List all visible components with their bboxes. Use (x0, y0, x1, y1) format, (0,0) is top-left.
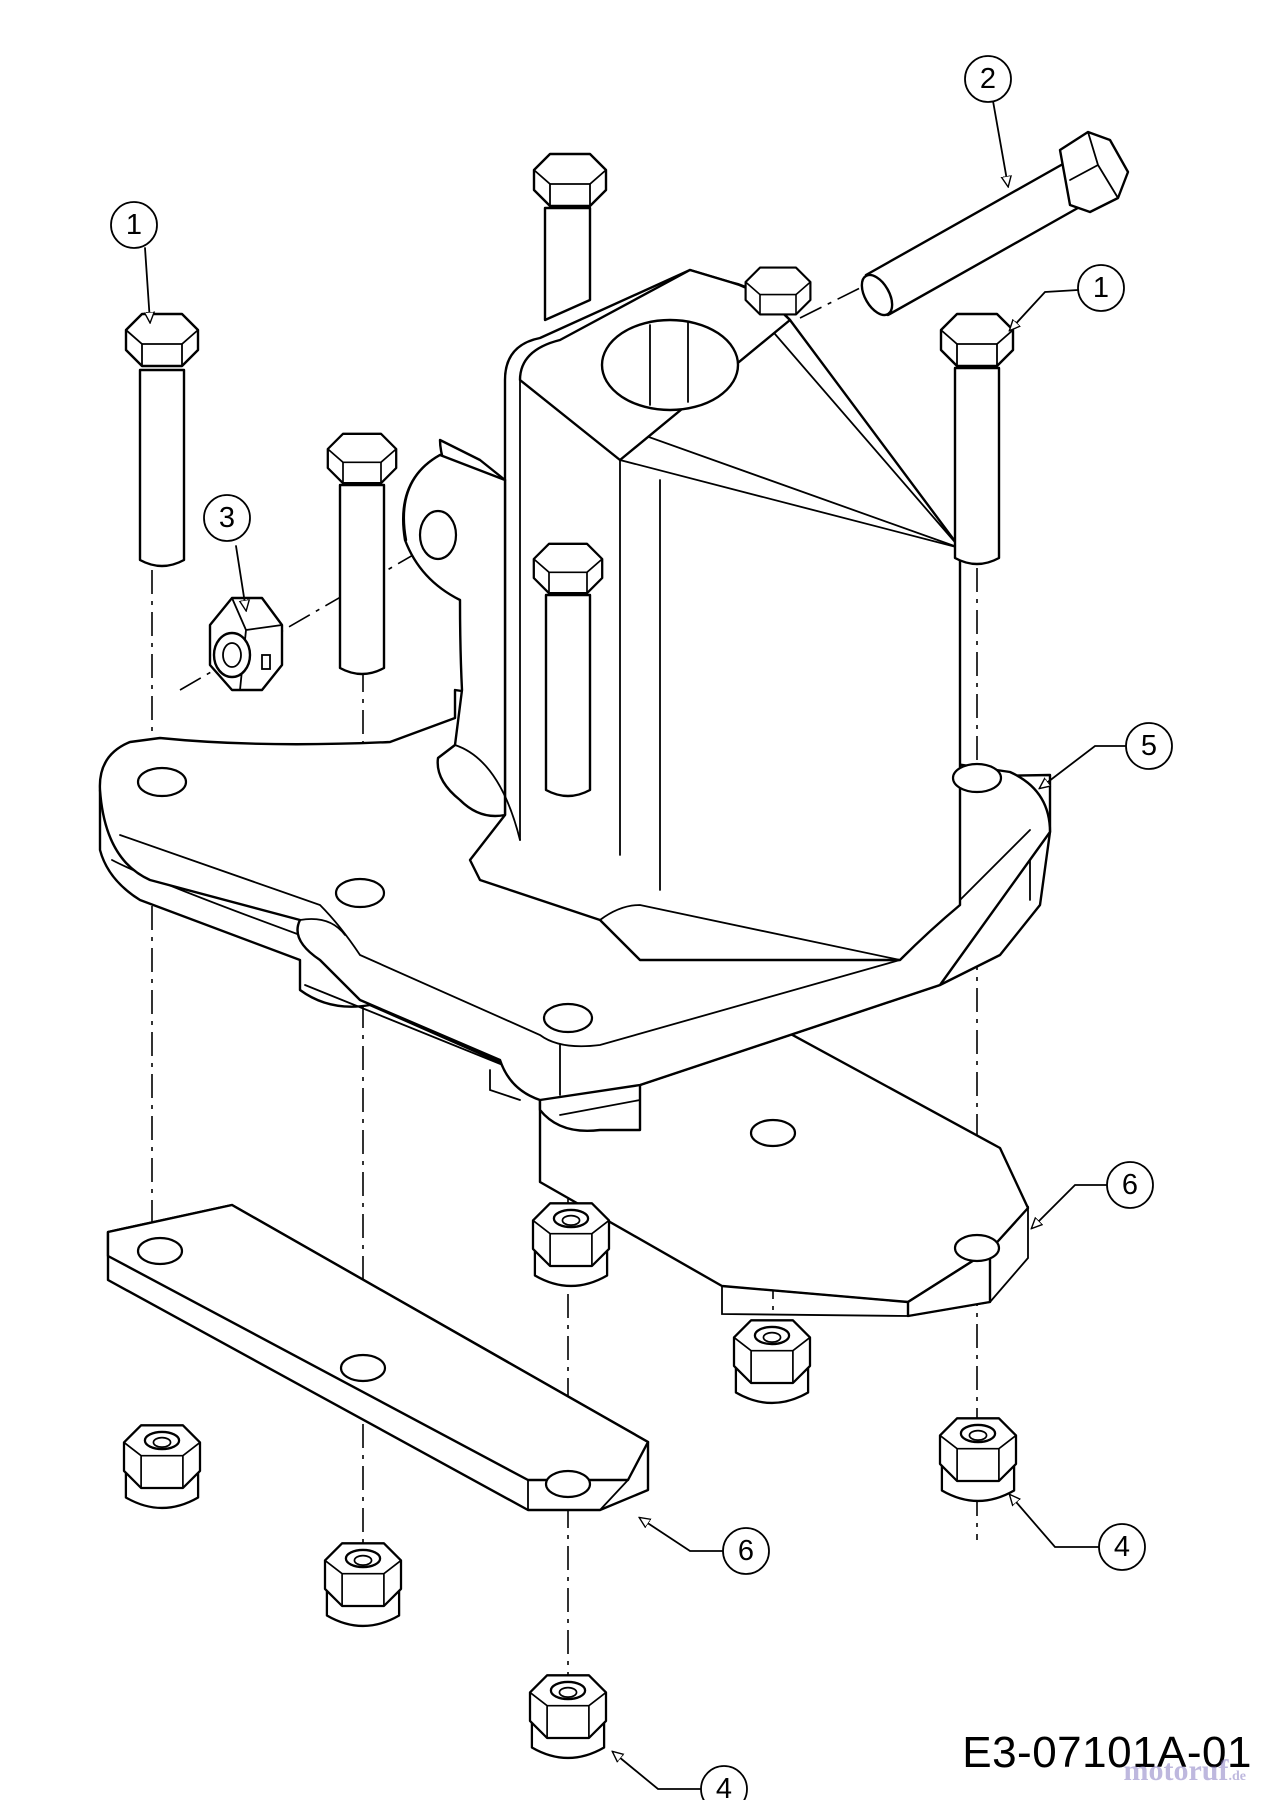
callout-4a: 4 (1098, 1523, 1146, 1571)
watermark-main: motoruf (1123, 1754, 1229, 1787)
callout-4b: 4 (700, 1765, 748, 1800)
lock-nut-a (531, 1202, 611, 1288)
callout-leaders (145, 100, 1127, 1790)
callout-6b: 6 (722, 1527, 770, 1575)
lock-nut-d (938, 1417, 1018, 1503)
bolt-front-middle (532, 542, 604, 798)
lock-nut-b (732, 1319, 812, 1405)
callout-1a: 1 (110, 201, 158, 249)
lock-nut-c (122, 1424, 202, 1510)
svg-text:2: 2 (980, 63, 996, 95)
lock-nut-f (528, 1674, 608, 1760)
callout-2: 2 (964, 55, 1012, 103)
svg-text:5: 5 (1141, 730, 1157, 762)
bolt-front-right (939, 312, 1015, 566)
bolt-rear (532, 152, 608, 322)
svg-text:6: 6 (1122, 1169, 1138, 1201)
svg-text:4: 4 (1114, 1531, 1130, 1563)
flange-lock-nut (208, 596, 284, 692)
bolt-middle-left (326, 432, 398, 676)
svg-text:1: 1 (126, 209, 142, 241)
svg-text:3: 3 (219, 502, 235, 534)
svg-text:1: 1 (1093, 272, 1109, 304)
drawing-code: E3-07101A-01 (962, 1728, 1252, 1777)
callout-1b: 1 (1077, 264, 1125, 312)
svg-text:4: 4 (716, 1773, 732, 1800)
pin-bolt (860, 130, 1130, 317)
bolt-front-left (124, 312, 200, 568)
watermark-logo: motoruf.de (1124, 1754, 1246, 1788)
callout-3: 3 (203, 494, 251, 542)
bolt-rear-right (744, 266, 812, 316)
watermark-suffix: .de (1228, 1769, 1247, 1784)
callout-6a: 6 (1106, 1161, 1154, 1209)
trailer-hitch-bracket (98, 268, 1052, 1132)
svg-text:6: 6 (738, 1535, 754, 1567)
callout-5: 5 (1125, 722, 1173, 770)
mounting-plate-lower (106, 1203, 650, 1512)
lock-nut-e (323, 1542, 403, 1628)
